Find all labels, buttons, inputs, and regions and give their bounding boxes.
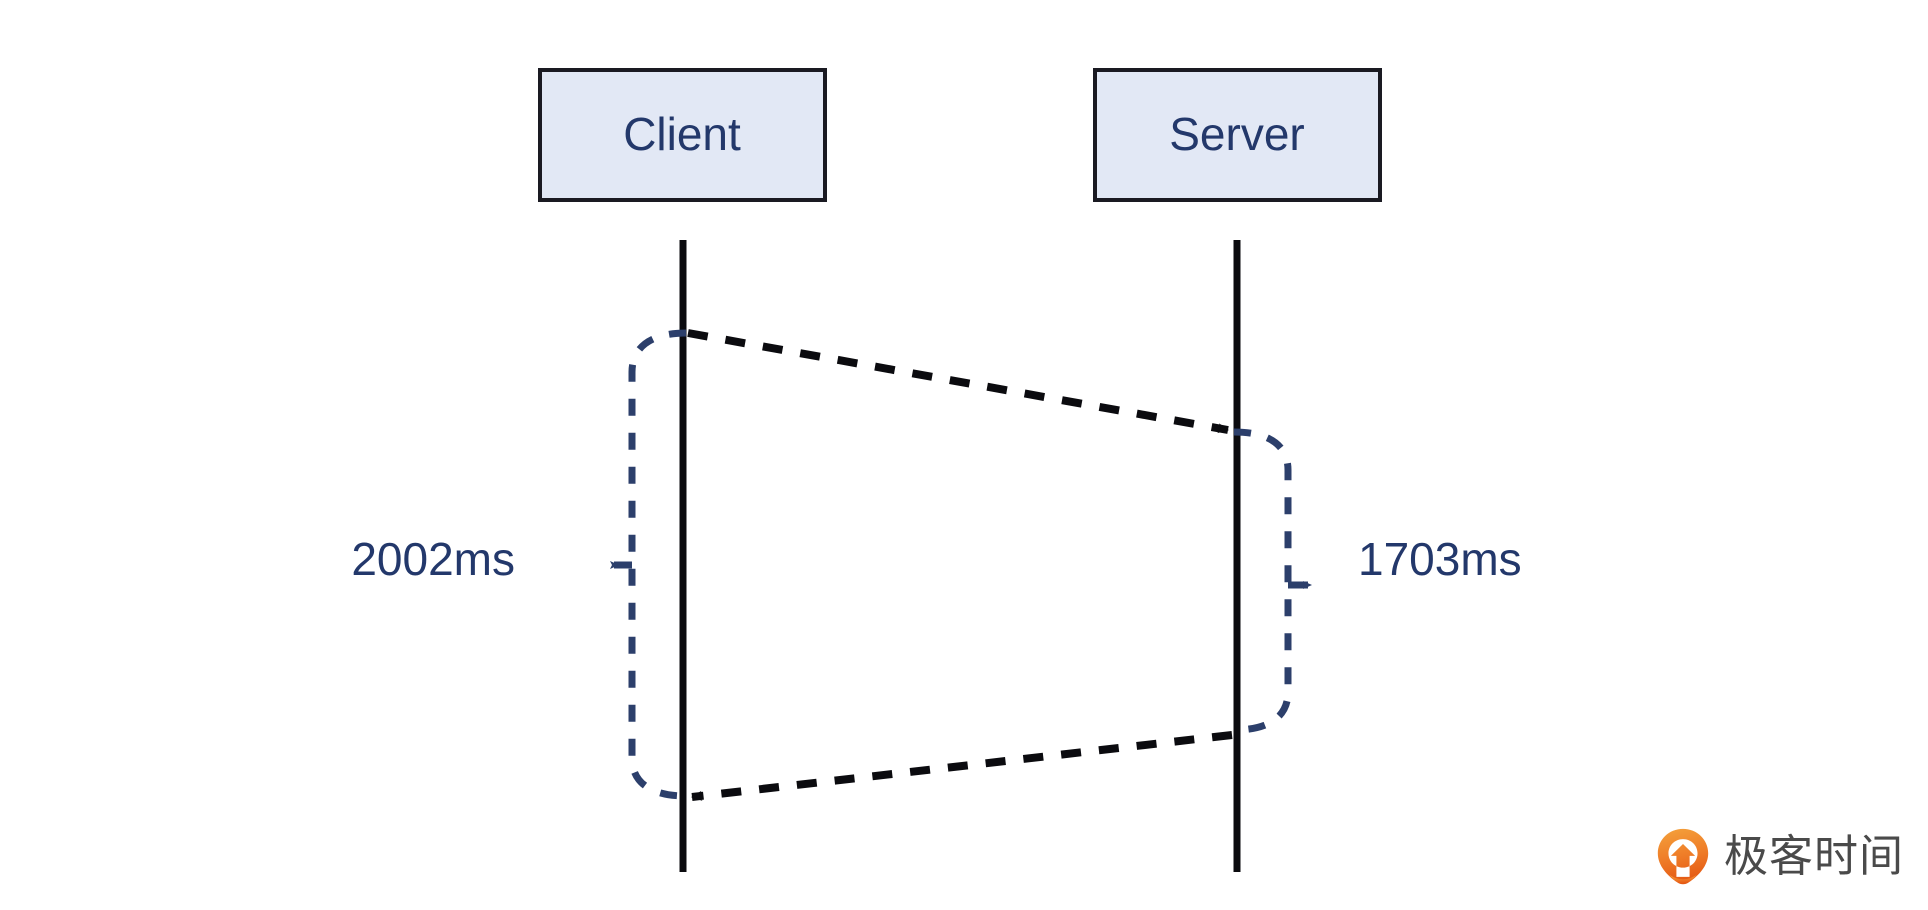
watermark-text: 极客时间 — [1724, 831, 1904, 882]
duration-bracket-client — [628, 329, 687, 800]
duration-label-server: 1703ms — [1358, 533, 1522, 585]
duration-label-client: 2002ms — [351, 533, 515, 585]
participant-box-client — [538, 68, 827, 202]
participant-label-server: Server — [1169, 108, 1304, 160]
participant-client[interactable]: Client — [538, 68, 827, 202]
duration-bracket-server — [1233, 428, 1292, 734]
participant-server[interactable]: Server — [1093, 68, 1382, 202]
message-request — [687, 329, 1229, 434]
message-response — [691, 731, 1233, 801]
participant-box-server — [1093, 68, 1382, 202]
watermark: 极客时间 — [1652, 826, 1904, 888]
geektime-pin-logo-icon — [1657, 828, 1709, 885]
participant-label-client: Client — [623, 108, 741, 160]
